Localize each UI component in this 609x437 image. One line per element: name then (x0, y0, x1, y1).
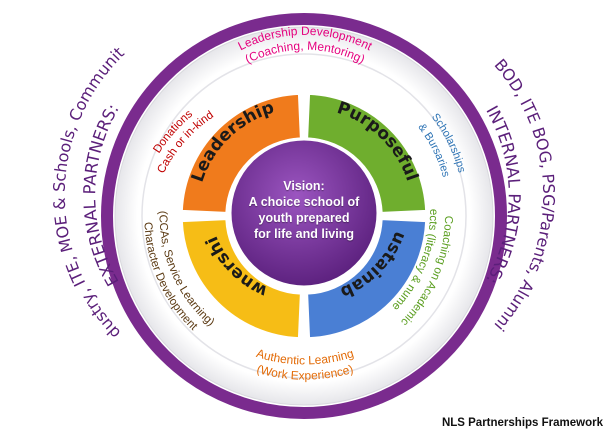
authentic-learning-label-line1: Authentic Learning (255, 346, 355, 367)
vision-statement: Vision: A choice school of youth prepare… (229, 178, 379, 242)
outer-ring (101, 13, 507, 419)
vision-line: Vision: (283, 179, 325, 193)
quadrant-ownership (181, 218, 302, 339)
vision-line: youth prepared (258, 211, 350, 225)
vision-line: A choice school of (248, 195, 360, 209)
vision-center (228, 137, 380, 289)
authentic-learning-label-line2: (Work Experience) (255, 362, 355, 383)
quadrant-leadership (181, 93, 302, 214)
quadrant-sustainable (306, 218, 427, 339)
vision-line: for life and living (253, 227, 354, 241)
figure-caption: NLS Partnerships Framework (441, 417, 603, 429)
